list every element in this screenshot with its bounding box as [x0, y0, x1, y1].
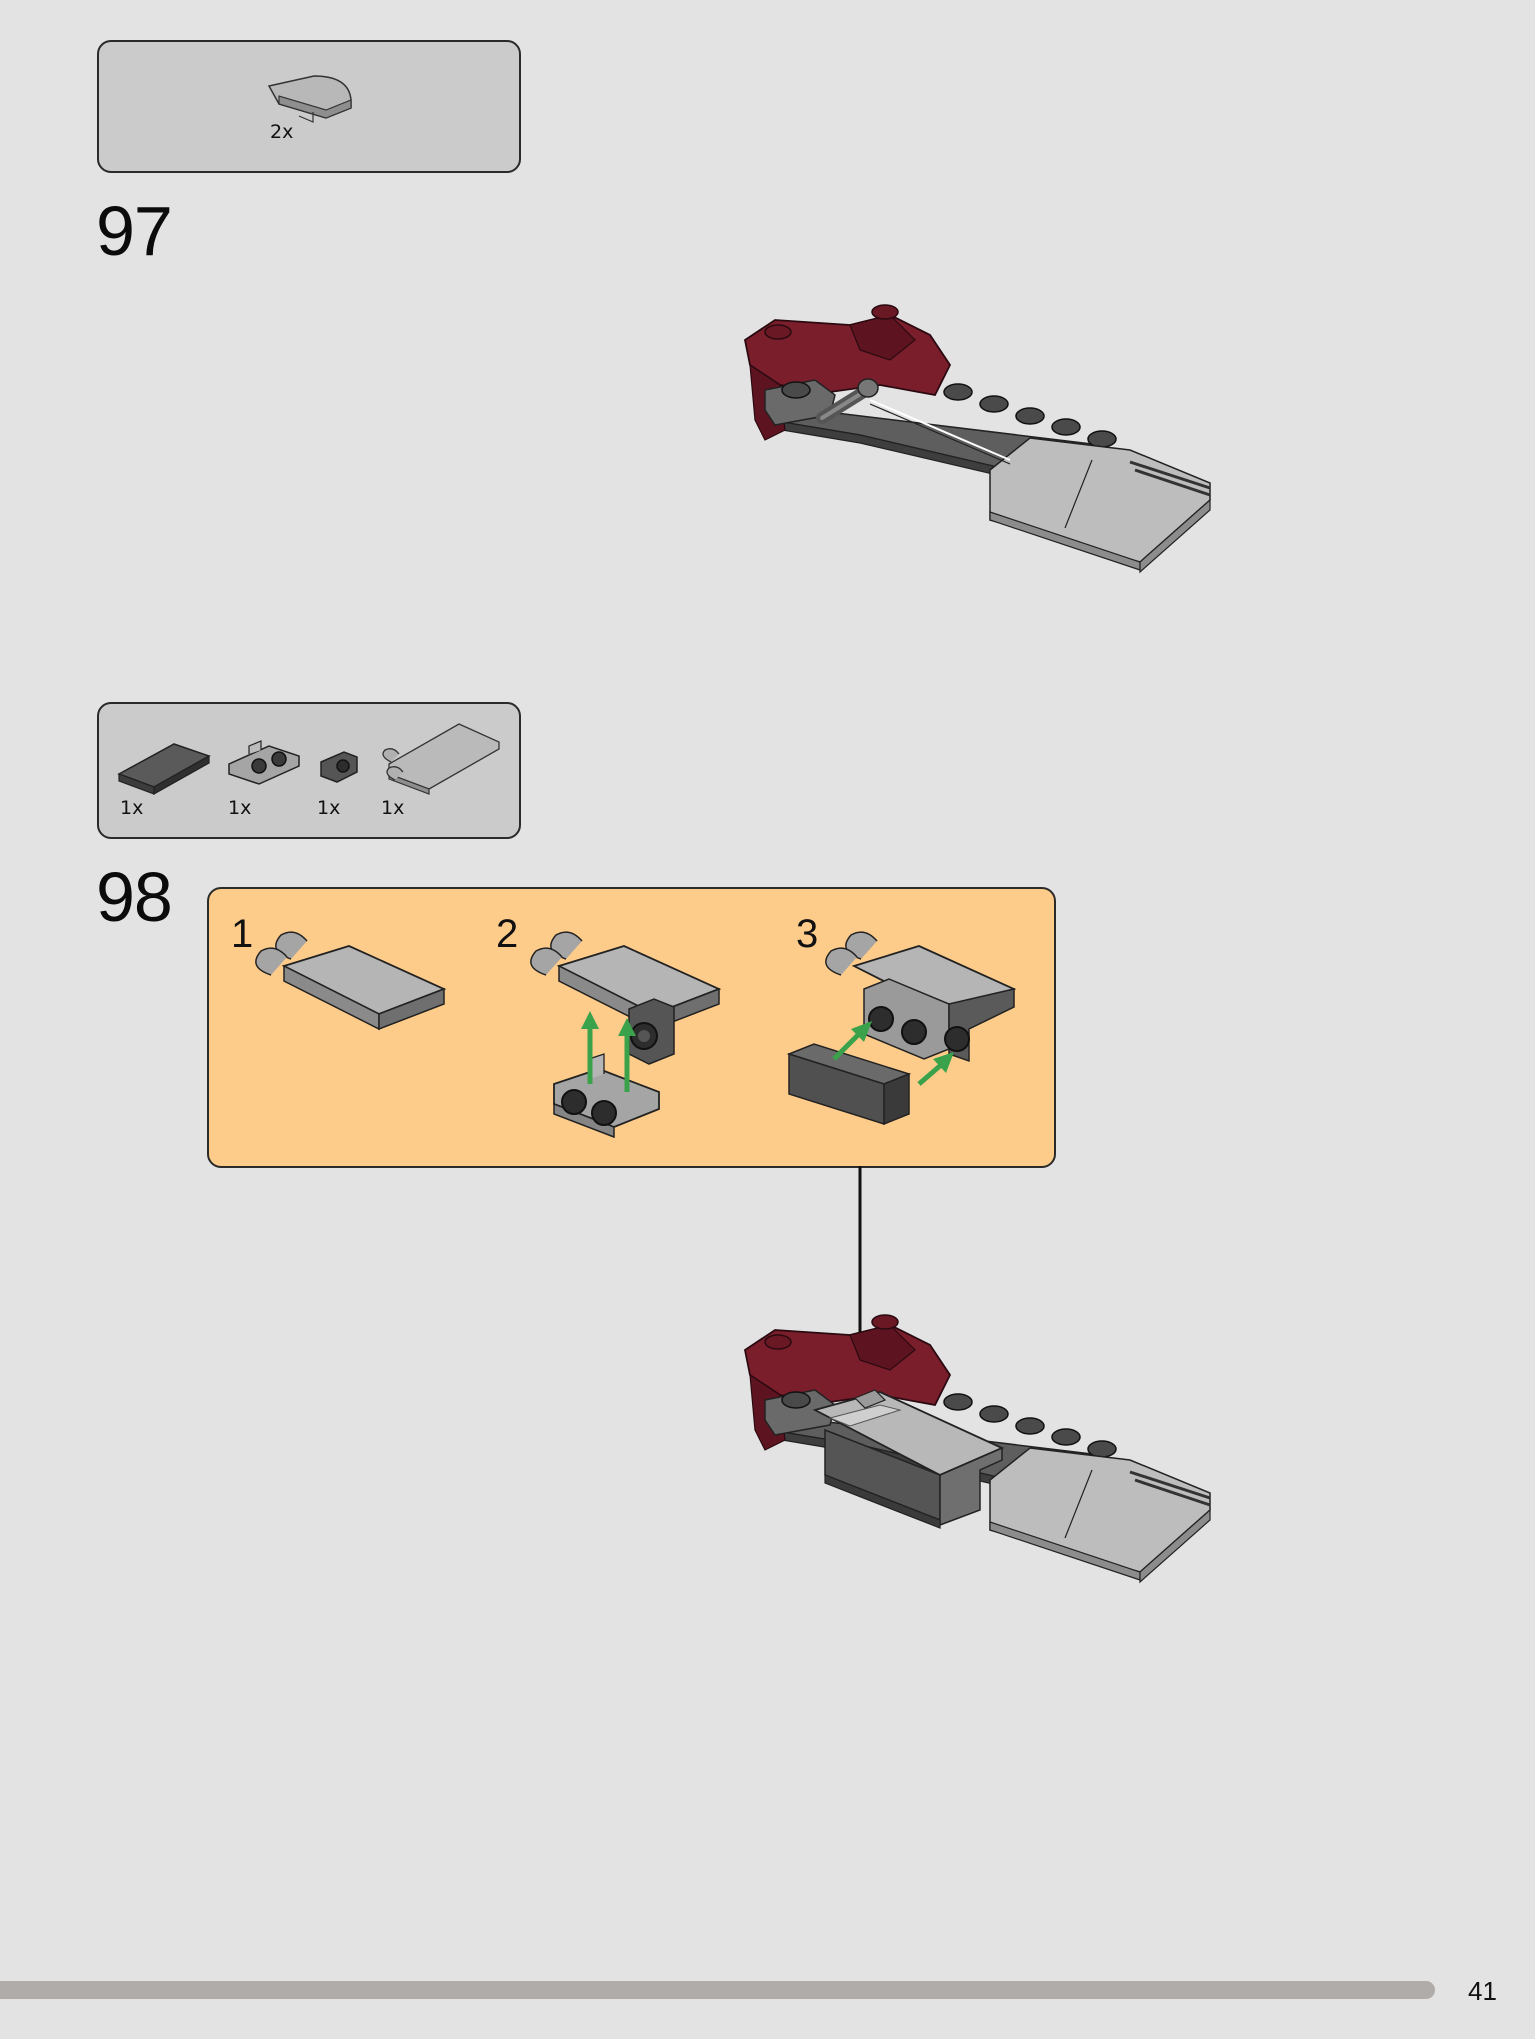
- bracket-icon: [228, 740, 300, 785]
- substep-panel: 1 2 3: [207, 887, 1056, 1168]
- page-number: 41: [1468, 1976, 1497, 2006]
- step-number: 97: [96, 192, 173, 270]
- part-quantity: 1x: [381, 797, 405, 819]
- model-assembly-step-97: [743, 304, 1211, 574]
- substep-number: 3: [796, 912, 819, 956]
- bracket-icon: [530, 931, 722, 1139]
- part-quantity: 1x: [228, 797, 252, 819]
- bracket-icon: [320, 751, 358, 783]
- curved-slope-icon: [267, 75, 352, 123]
- tile-icon: [117, 743, 211, 796]
- parts-list-step-97: 2x: [97, 40, 521, 173]
- green-arrow: [832, 1021, 954, 1086]
- part-quantity: 1x: [317, 797, 341, 819]
- clip-plate-icon: [382, 723, 500, 795]
- part-quantity: 1x: [120, 797, 144, 819]
- green-arrow: [581, 1011, 636, 1092]
- tile-icon: [786, 1043, 912, 1126]
- substep-number: 1: [231, 912, 254, 956]
- substep-number: 2: [496, 912, 519, 956]
- model-assembly-step-98: [743, 1314, 1211, 1584]
- bracket-icon: [825, 931, 1017, 1063]
- clip-plate-icon: [255, 931, 447, 1031]
- step-number: 98: [96, 858, 173, 936]
- parts-list-step-98: 1x 1x 1x 1x: [97, 702, 521, 839]
- part-quantity: 2x: [270, 121, 294, 143]
- progress-bar: [0, 1981, 1435, 1999]
